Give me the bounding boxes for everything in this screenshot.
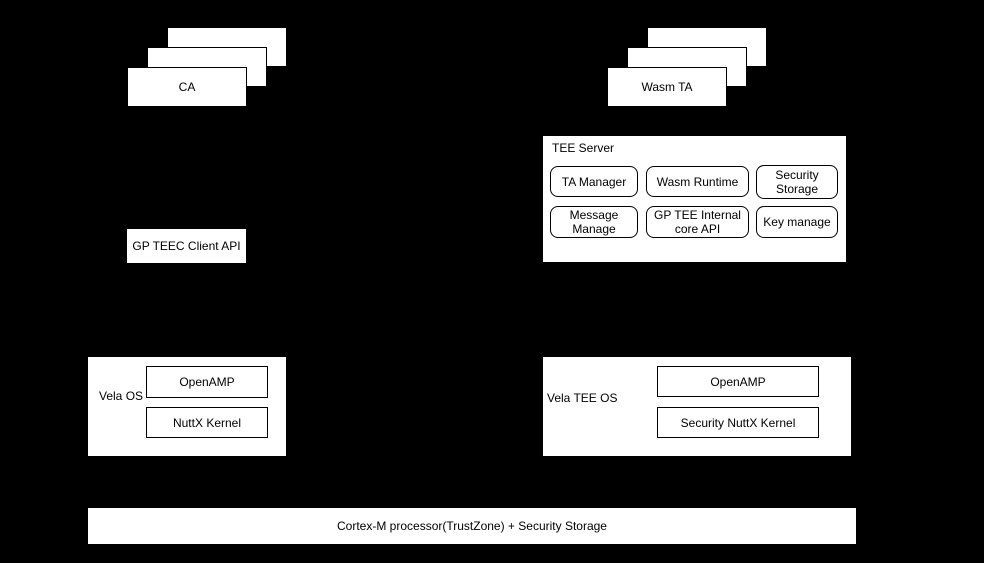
module-security-storage: Security Storage — [756, 165, 838, 199]
vela-tee-os-openamp-box: OpenAMP — [657, 366, 819, 397]
module-ta-manager: TA Manager — [550, 166, 638, 197]
module-gp-tee-internal-core-api-label: GP TEE Internal core API — [654, 208, 741, 236]
ca-label: CA — [178, 80, 196, 94]
gp-teec-client-api-label: GP TEEC Client API — [132, 239, 241, 253]
hardware-bar: Cortex-M processor(TrustZone) + Security… — [87, 507, 857, 545]
module-message-manage-label: Message Manage — [569, 208, 619, 236]
tee-server-container: TEE Server TA Manager Wasm Runtime Secur… — [542, 135, 847, 263]
tee-server-title: TEE Server — [552, 141, 615, 155]
module-key-manage: Key manage — [756, 206, 838, 238]
module-key-manage-label: Key manage — [763, 215, 831, 229]
module-gp-tee-internal-core-api: GP TEE Internal core API — [646, 206, 749, 238]
hardware-label: Cortex-M processor(TrustZone) + Security… — [337, 519, 607, 533]
vela-os-openamp-box: OpenAMP — [146, 366, 268, 398]
vela-os-nuttx-kernel-label: NuttX Kernel — [172, 415, 242, 430]
wasm-ta-stack-card-front: Wasm TA — [607, 67, 727, 107]
vela-tee-os-container: Vela TEE OS OpenAMP Security NuttX Kerne… — [542, 356, 852, 457]
module-ta-manager-label: TA Manager — [561, 174, 627, 189]
ca-stack-card-front: CA — [127, 67, 247, 107]
module-security-storage-label: Security Storage — [775, 168, 819, 196]
vela-tee-os-security-nuttx-kernel-label: Security NuttX Kernel — [680, 415, 796, 430]
vela-os-label: Vela OS — [99, 389, 144, 403]
vela-tee-os-security-nuttx-kernel-box: Security NuttX Kernel — [657, 407, 819, 438]
vela-os-nuttx-kernel-box: NuttX Kernel — [146, 407, 268, 438]
vela-tee-os-label: Vela TEE OS — [547, 391, 618, 405]
vela-os-container: Vela OS OpenAMP NuttX Kernel — [87, 356, 287, 457]
gp-teec-client-api-box: GP TEEC Client API — [126, 228, 247, 264]
module-wasm-runtime: Wasm Runtime — [646, 166, 749, 197]
wasm-ta-label: Wasm TA — [641, 80, 693, 94]
vela-os-openamp-label: OpenAMP — [179, 375, 235, 389]
module-wasm-runtime-label: Wasm Runtime — [656, 174, 739, 189]
module-message-manage: Message Manage — [550, 206, 638, 238]
vela-tee-os-openamp-label: OpenAMP — [710, 374, 766, 389]
